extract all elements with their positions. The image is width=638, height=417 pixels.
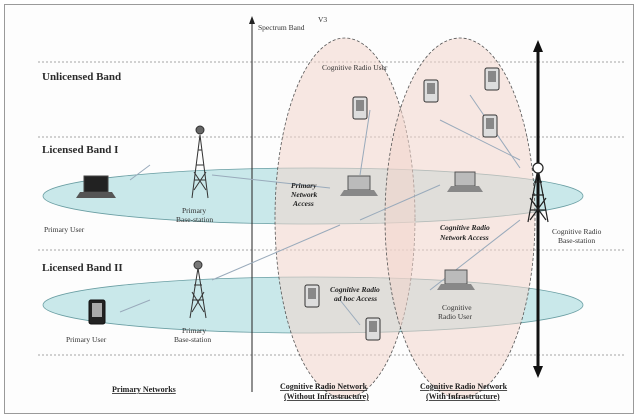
cr-range-arrow-down-icon	[533, 366, 543, 378]
primary-user-1-label: Primary User	[44, 225, 85, 234]
cr-network-access-line1: Cognitive Radio	[440, 223, 490, 232]
cr-user-top-label: Cognitive Radio User	[322, 63, 388, 72]
footer-cr-without-line2: (Without Infrastructure)	[284, 392, 369, 401]
spectrum-axis-arrow-icon	[249, 16, 255, 24]
handheld-device-icon	[88, 299, 106, 325]
band-label-licensed-1: Licensed Band I	[42, 144, 118, 156]
cr-bs-label-line1: Cognitive Radio	[552, 227, 602, 236]
adhoc-access-line2: ad hoc Access	[334, 294, 377, 303]
tower-icon	[191, 125, 209, 199]
footer-primary-networks: Primary Networks	[112, 385, 176, 394]
footer-cr-with-line2: (With Infrastructure)	[426, 392, 500, 401]
cr-network-access-line2: Network Access	[439, 233, 489, 242]
cr-network-with-infra-oval	[384, 37, 536, 399]
handheld-device-icon	[352, 96, 368, 120]
laptop-icon	[447, 171, 483, 192]
tower-icon	[527, 162, 549, 223]
primary-bs-2-label-line1: Primary	[182, 326, 206, 335]
figure-number: V3	[318, 15, 327, 24]
laptop-icon	[76, 175, 116, 198]
primary-network-access-line3: Access	[292, 199, 314, 208]
footer-cr-with-line1: Cognitive Radio Network	[420, 382, 508, 391]
handheld-device-icon	[423, 79, 439, 103]
primary-bs-2-label-line2: Base-station	[174, 335, 211, 344]
cr-range-arrow-up-icon	[533, 40, 543, 52]
handheld-device-icon	[304, 284, 320, 308]
cr-user-right-label-line2: Radio User	[438, 312, 472, 321]
band-label-unlicensed: Unlicensed Band	[42, 71, 121, 83]
band-label-licensed-2: Licensed Band II	[42, 262, 123, 274]
primary-user-2-label: Primary User	[66, 335, 107, 344]
adhoc-access-line1: Cognitive Radio	[330, 285, 380, 294]
primary-bs-1-label-line1: Primary	[182, 206, 206, 215]
cr-user-right-label-line1: Cognitive	[442, 303, 472, 312]
laptop-icon	[437, 269, 475, 290]
cr-bs-label-line2: Base-station	[558, 236, 595, 245]
handheld-device-icon	[482, 114, 498, 138]
handheld-device-icon	[365, 317, 381, 341]
laptop-icon	[340, 175, 378, 196]
spectrum-axis-label: Spectrum Band	[258, 23, 305, 32]
primary-bs-1-label-line2: Base-station	[176, 215, 213, 224]
tower-icon	[189, 260, 207, 319]
handheld-device-icon	[484, 67, 500, 91]
primary-network-access-line1: Primary	[291, 181, 317, 190]
primary-network-access-line2: Network	[290, 190, 318, 199]
footer-cr-without-line1: Cognitive Radio Network	[280, 382, 368, 391]
